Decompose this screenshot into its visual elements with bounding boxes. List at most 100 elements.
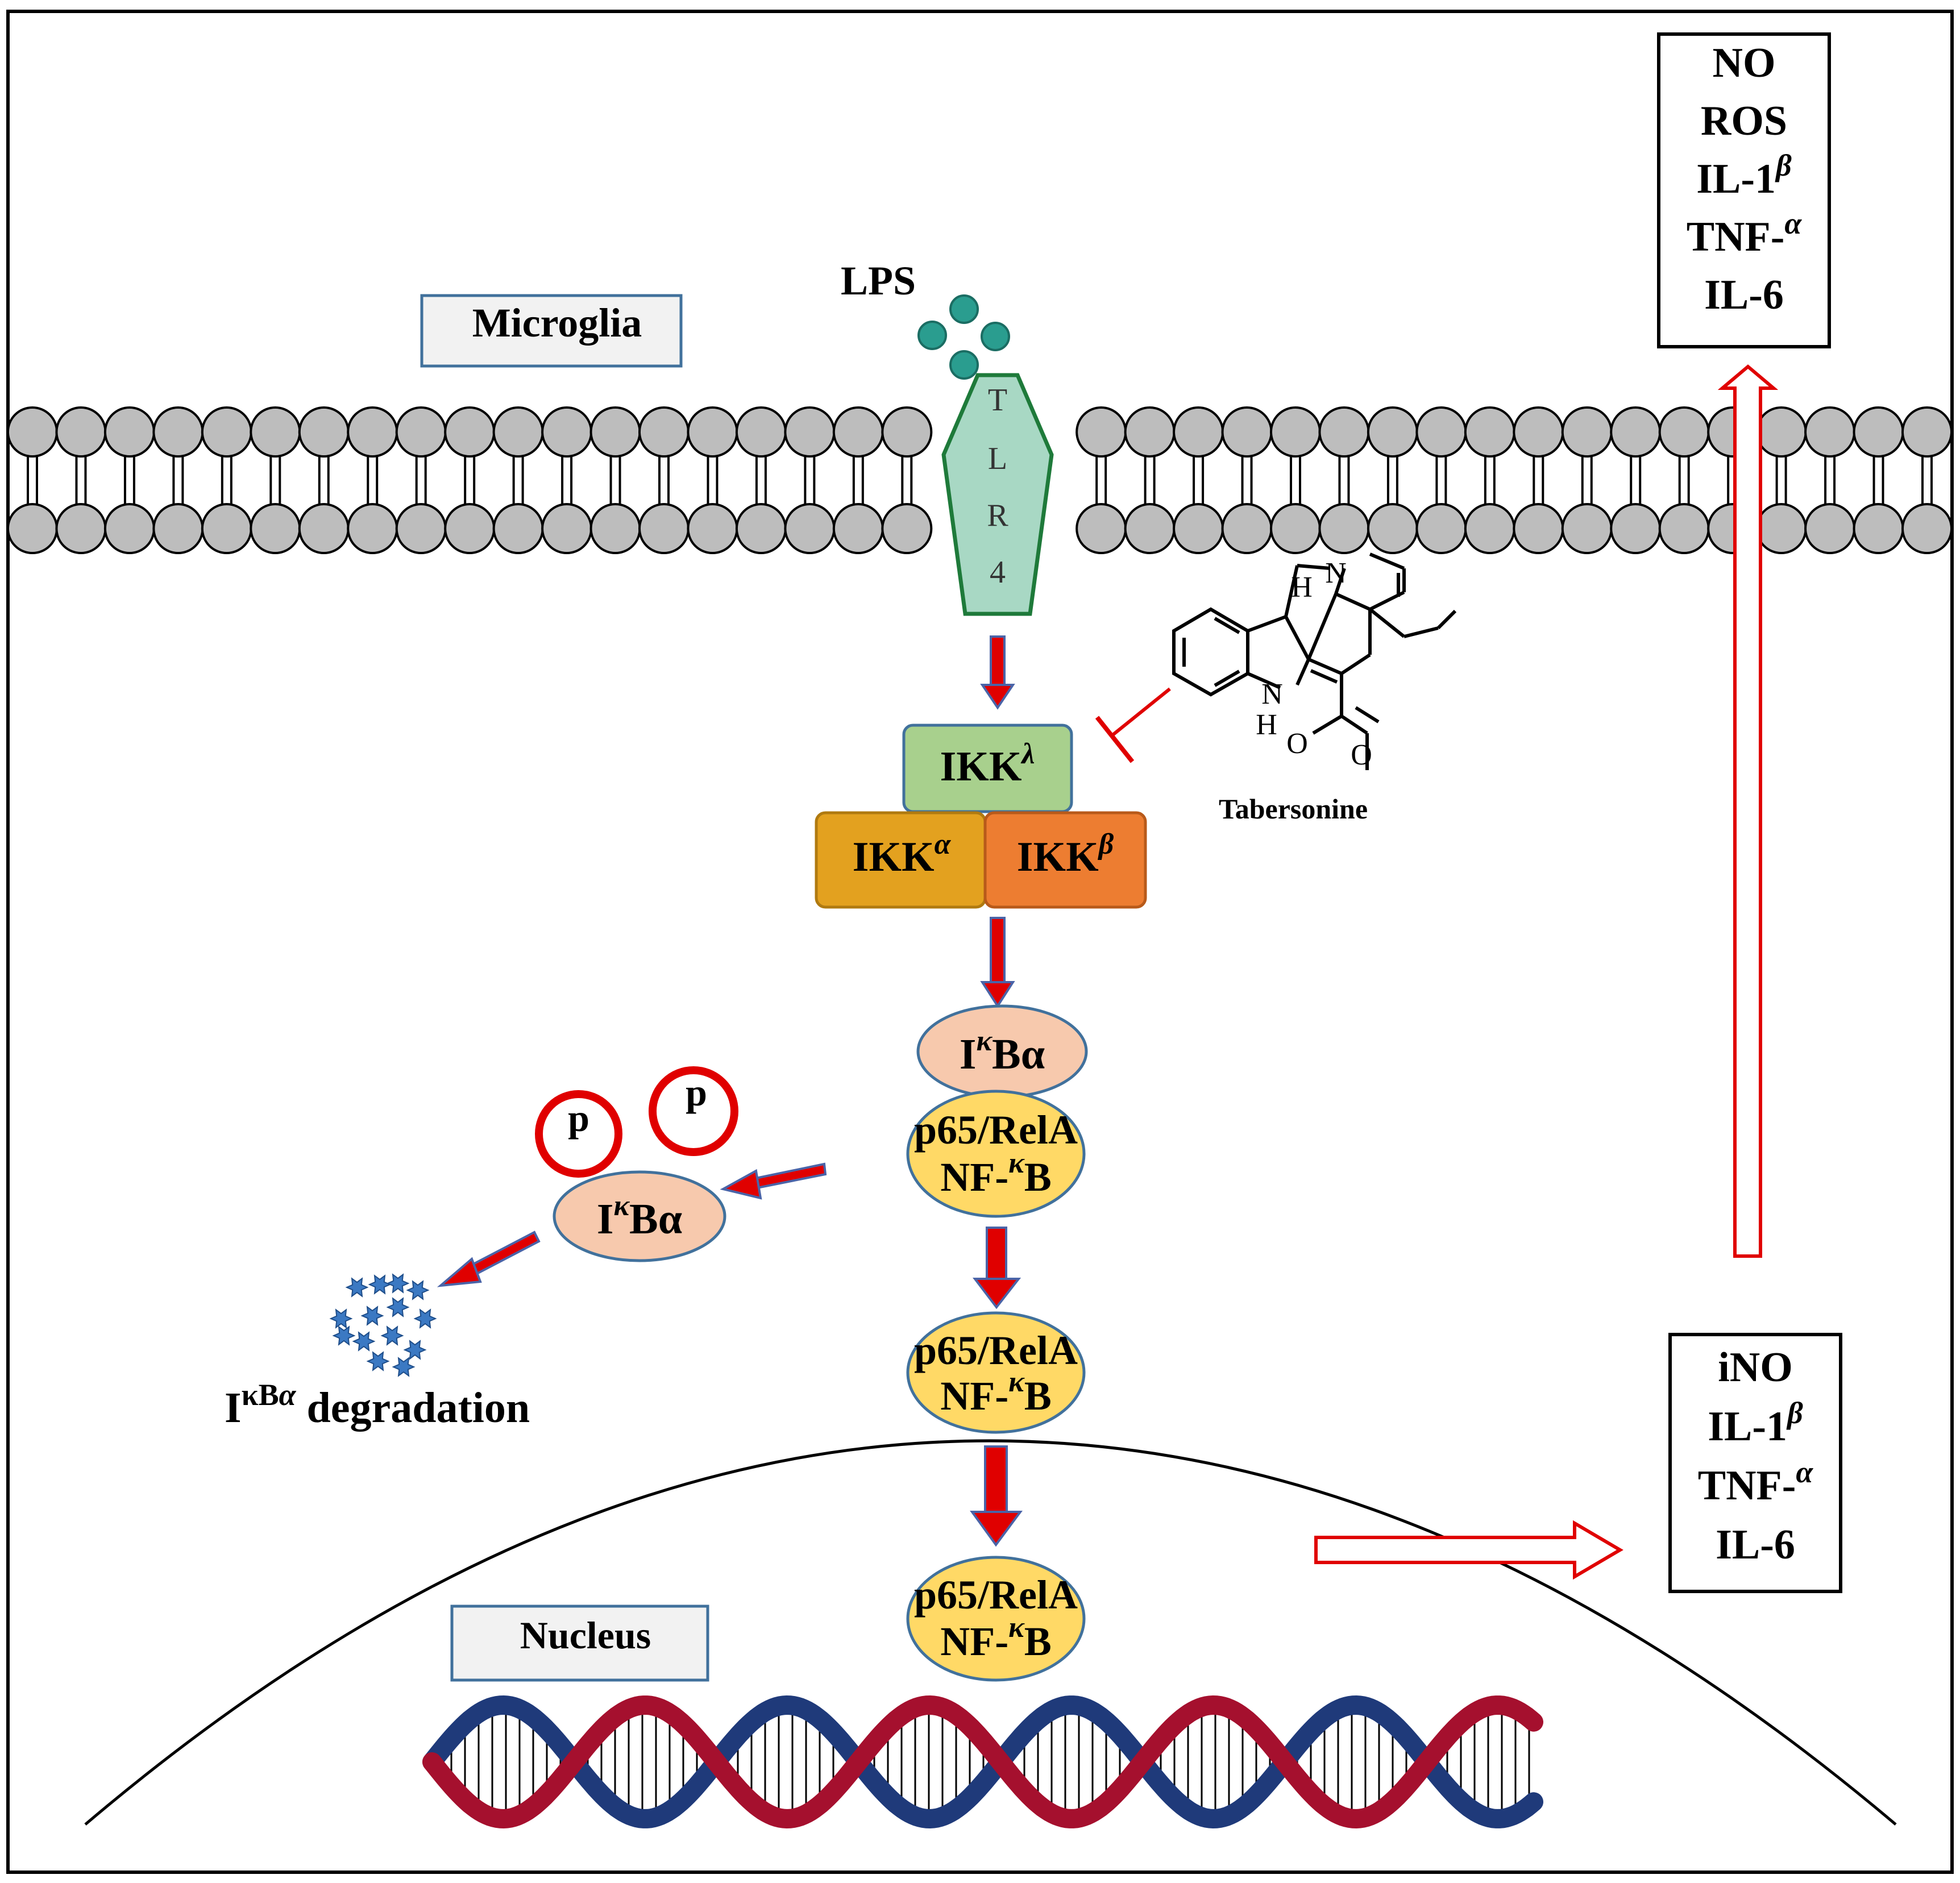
lipid-tails [123,456,135,505]
svg-text:O: O [1286,728,1308,760]
lipid-head-inner [1075,503,1127,554]
lipid-tails [1386,456,1398,505]
lipid-head-inner [7,503,58,554]
lipid-tails [1095,456,1107,505]
lipid-tails [318,456,330,505]
lipid-tails [1193,456,1205,505]
lps-molecules [917,294,1010,380]
lipid-head-inner [1367,503,1418,554]
lipid-head-outer [1853,406,1904,458]
lipid-head-inner [395,503,447,554]
lipid-head-inner [1221,503,1273,554]
lipid-head-outer [1610,406,1662,458]
lipid-head-inner [1124,503,1176,554]
lipid-head-inner [55,503,107,554]
arrow-to-free-ikba [720,1162,827,1200]
svg-text:Microglia: Microglia [472,300,642,346]
lipid-head-outer [1318,406,1370,458]
lipid-head-inner [638,503,690,554]
lipid-head-inner [881,503,933,554]
lipid-head-outer [1755,406,1807,458]
ikba-bound: IκBα [916,1004,1088,1099]
lipid-head-inner [103,503,155,554]
lipid-head-outer [638,406,690,458]
svg-text:p: p [568,1096,589,1140]
lipid-head-outer [1804,406,1856,458]
lipid-head-inner [1513,503,1564,554]
lipid-head-inner [1610,503,1662,554]
lipid-head-inner [1755,503,1807,554]
lipid-head-outer [201,406,252,458]
fragment [406,1280,430,1300]
lipid-head-outer [1075,406,1127,458]
lipid-head-outer [1901,406,1953,458]
lipid-head-inner [152,503,204,554]
lipid-head-outer [1124,406,1176,458]
lipid-head-outer [492,406,544,458]
svg-text:IKKα: IKKα [853,828,952,880]
nuclear-envelope [84,1439,1897,1826]
fragment [366,1351,390,1371]
lipid-head-inner [298,503,350,554]
svg-text:IKKλ: IKKλ [940,738,1035,790]
fragment [360,1306,384,1326]
lipid-head-outer [832,406,884,458]
lipid-head-inner [444,503,496,554]
secreted-mediator: ROS [1701,98,1787,144]
fragment [380,1325,404,1346]
svg-text:N: N [1261,678,1283,710]
lipid-tails [755,456,767,505]
lipid-head-outer [347,406,398,458]
svg-text:NF-κB: NF-κB [940,1611,1052,1664]
svg-text:L: L [988,441,1007,476]
fragment [352,1331,376,1352]
lipid-head-outer [1415,406,1467,458]
secreted-mediator: IL-6 [1704,272,1784,318]
lipid-tails [707,456,719,505]
fragment [392,1357,416,1377]
lipid-head-outer [1658,406,1710,458]
lipid-tails [1144,456,1156,505]
lipid-head-inner [1173,503,1224,554]
lipid-head-outer [687,406,738,458]
lipid-tails [1775,456,1787,505]
lipid-tails [172,456,184,505]
lipid-head-outer [541,406,593,458]
secreted-mediator: NO [1713,40,1776,86]
lipid-tails [512,456,524,505]
svg-text:4: 4 [990,555,1006,590]
lipid-tails [1824,456,1836,505]
arrow-nfkb-down-1 [972,1227,1021,1310]
lipid-head-inner [347,503,398,554]
lipid-head-outer [444,406,496,458]
lipid-head-inner [1561,503,1613,554]
svg-text:O: O [1351,739,1372,771]
tabersonine-label: Tabersonine [1219,793,1368,825]
svg-text:R: R [987,498,1008,533]
lipid-tails [1533,456,1544,505]
tabersonine-atoms: N H N H O O [1256,557,1372,771]
microglia-label: Microglia [420,294,683,368]
svg-text:IκBα: IκBα [960,1025,1045,1078]
ikk-beta: IKKβ [983,811,1147,909]
svg-text:H: H [1256,709,1277,741]
svg-text:H: H [1291,571,1313,604]
lipid-head-inner [1804,503,1856,554]
lipid-head-outer [152,406,204,458]
fragment [345,1277,369,1298]
dna-strand-red [422,1695,1543,1829]
secreted-mediator: TNF-α [1687,206,1803,260]
expressed-gene: TNF-α [1698,1455,1814,1509]
lipid-head-inner [250,503,301,554]
lipid-head-outer [55,406,107,458]
lipid-tails [1872,456,1884,505]
svg-text:p65/RelA: p65/RelA [914,1572,1078,1618]
arrow-to-gene-expression [1314,1520,1623,1580]
ikk-alpha: IKKα [815,811,987,909]
lipid-tails [464,456,476,505]
lipid-tails [415,456,427,505]
svg-text:Nucleus: Nucleus [520,1614,651,1657]
secreted-mediator: IL-1β [1696,148,1792,202]
